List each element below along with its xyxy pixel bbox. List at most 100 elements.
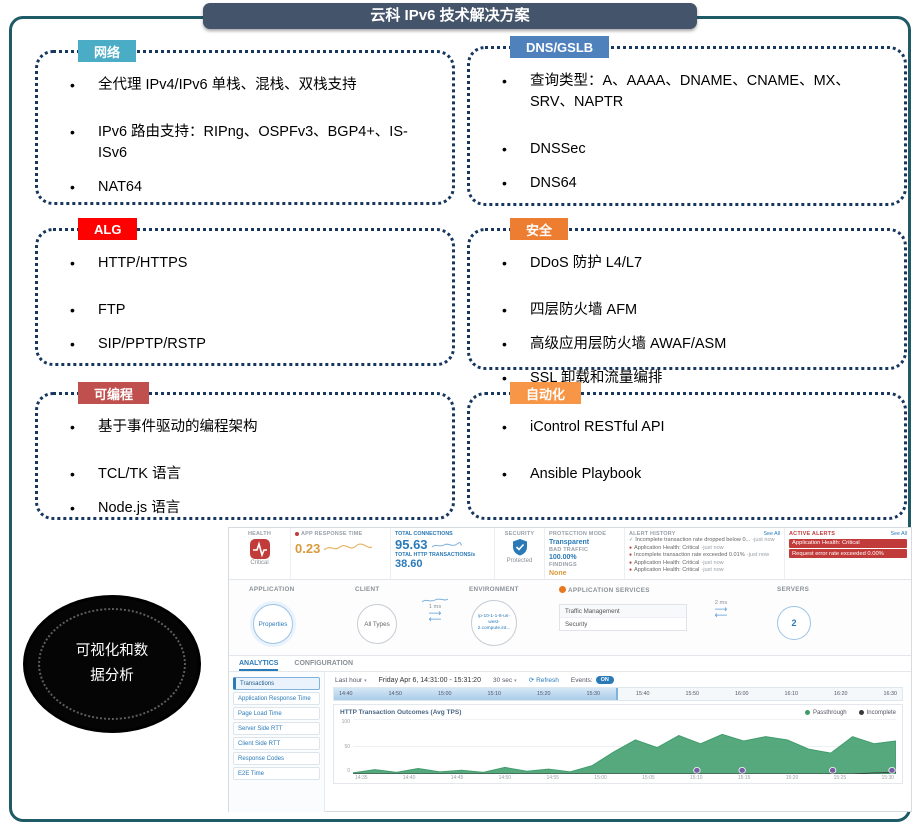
findings-label: FINDINGS bbox=[549, 562, 577, 568]
application-node[interactable]: Properties bbox=[253, 604, 293, 644]
x-axis-tick: 14:40 bbox=[402, 775, 416, 781]
events-toggle[interactable]: ON bbox=[595, 676, 614, 684]
client-column-label: CLIENT bbox=[355, 586, 380, 593]
refresh-button[interactable]: ⟳Refresh bbox=[528, 677, 559, 684]
tps-area-chart[interactable] bbox=[353, 719, 896, 774]
feature-box-security-label: 安全 bbox=[510, 218, 569, 240]
x-axis-tick: 14:45 bbox=[450, 775, 464, 781]
date-range-value: Friday Apr 6, 14:31:00 - 15:31:20 bbox=[378, 676, 481, 684]
service-row[interactable]: Security bbox=[560, 618, 686, 630]
alert-dot-icon bbox=[295, 531, 299, 536]
chevron-down-icon: ▾ bbox=[514, 677, 517, 684]
response-time-label: APP RESPONSE TIME bbox=[301, 531, 363, 537]
sidebar-metric-item[interactable]: Page Load Time bbox=[233, 707, 320, 720]
bad-traffic-value: 100.00% bbox=[549, 554, 577, 561]
timeline-selection[interactable] bbox=[334, 688, 618, 700]
health-icon bbox=[249, 539, 270, 559]
feature-item: 查询类型：A、AAAA、DNAME、CNAME、MX、SRV、NAPTR bbox=[502, 71, 882, 113]
alert-history-list: Incomplete transaction rate dropped belo… bbox=[629, 537, 780, 575]
passthrough-legend-icon bbox=[804, 710, 810, 715]
server-latency-value: 2 ms bbox=[714, 600, 728, 606]
client-node[interactable]: All Types bbox=[357, 604, 397, 644]
timeline-tick: 15:00 bbox=[438, 691, 452, 697]
feature-item: DDoS 防护 L4/L7 bbox=[502, 253, 882, 274]
alert-status-icon bbox=[629, 560, 632, 568]
sidebar-metric-item[interactable]: Transactions bbox=[233, 677, 320, 690]
chart-panel: HTTP Transaction Outcomes (Avg TPS) Pass… bbox=[333, 704, 903, 784]
alert-history-entry: Application Health: Critical just now bbox=[629, 567, 780, 575]
sidebar-metric-item[interactable]: E2E Time bbox=[233, 767, 320, 780]
feature-box-dns-gslb-items: 查询类型：A、AAAA、DNAME、CNAME、MX、SRV、NAPTR DNSS… bbox=[470, 49, 904, 194]
timeline-tick: 16:00 bbox=[735, 691, 749, 697]
arrow-left-icon: ⟵ bbox=[714, 610, 728, 620]
timeline-tick: 14:50 bbox=[388, 691, 403, 697]
alert-history-see-all-link[interactable]: See All bbox=[763, 531, 781, 537]
health-value: Critical bbox=[250, 560, 269, 566]
feature-box-automation-label: 自动化 bbox=[510, 382, 582, 404]
alert-history-entry: Incomplete transaction rate dropped belo… bbox=[629, 537, 780, 545]
tab-analytics[interactable]: ANALYTICS bbox=[239, 660, 279, 671]
totals-cell: TOTAL CONNECTIONS 95.63 TOTAL HTTP TRANS… bbox=[391, 528, 495, 579]
interval-select[interactable]: 30 sec▾ bbox=[492, 676, 517, 684]
feature-item: iControl RESTful API bbox=[502, 417, 882, 438]
application-column-label: APPLICATION bbox=[249, 586, 295, 593]
feature-box-network-label: 网络 bbox=[78, 40, 137, 62]
feature-item: 全代理 IPv4/IPv6 单栈、混栈、双栈支持 bbox=[70, 75, 430, 96]
feature-item: FTP bbox=[70, 300, 430, 321]
timeline-tick: 15:30 bbox=[586, 691, 601, 697]
feature-item: DNSSec bbox=[502, 139, 882, 160]
response-time-cell: APP RESPONSE TIME 0.23 bbox=[291, 528, 391, 579]
service-row[interactable]: Traffic Management bbox=[560, 605, 686, 618]
feature-box-network-items: 全代理 IPv4/IPv6 单栈、混栈、双栈支持IPv6 路由支持：RIPng、… bbox=[38, 53, 452, 198]
feature-item: Node.js 语言 bbox=[70, 498, 430, 519]
sidebar-metric-item[interactable]: Application Response Time bbox=[233, 692, 320, 705]
alert-status-icon bbox=[629, 545, 632, 553]
findings-value: None bbox=[549, 569, 567, 577]
page-title: 云科 IPv6 技术解决方案 bbox=[203, 3, 697, 29]
arrow-right-icon: ⟶ bbox=[714, 604, 728, 614]
feature-box-programmable-items: 基于事件驱动的编程架构TCL/TK 语言Node.js 语言 bbox=[38, 395, 452, 519]
feature-box-automation-items: iControl RESTful API Ansible Playbook bbox=[470, 395, 904, 485]
active-alerts-see-all-link[interactable]: See All bbox=[890, 531, 908, 537]
feature-item: Ansible Playbook bbox=[502, 464, 882, 485]
x-axis-tick: 15:25 bbox=[833, 775, 847, 781]
x-axis-tick: 15:15 bbox=[737, 775, 751, 781]
environment-node[interactable]: ip-10-1-1-8-us-west-2.compute.int... bbox=[471, 600, 517, 646]
status-bar: HEALTH Critical APP RESPONSE TIME 0.23 T… bbox=[229, 528, 911, 580]
x-axis-tick: 15:05 bbox=[642, 775, 655, 781]
health-cell: HEALTH Critical bbox=[229, 528, 291, 579]
servers-node[interactable]: 2 bbox=[777, 606, 811, 640]
sidebar-metric-item[interactable]: Server Side RTT bbox=[233, 722, 320, 735]
time-range-select[interactable]: Last hour▾ bbox=[335, 676, 367, 684]
timeline-tick: 16:20 bbox=[834, 691, 848, 697]
security-label: SECURITY bbox=[504, 531, 535, 537]
timeline-tick: 15:50 bbox=[685, 691, 700, 697]
feature-item: SSL 卸载和流量编排 bbox=[502, 368, 882, 389]
analytics-main: Last hour▾ Friday Apr 6, 14:31:00 - 15:3… bbox=[325, 672, 911, 812]
feature-box-automation: 自动化 iControl RESTful API Ansible Playbook bbox=[467, 382, 907, 520]
feature-box-alg-items: HTTP/HTTPSFTPSIP/PPTP/RSTP bbox=[38, 231, 452, 355]
active-alerts-cell: ACTIVE ALERTS See All Application Health… bbox=[785, 528, 911, 579]
feature-item: TCL/TK 语言 bbox=[70, 464, 430, 485]
services-servers-link: 2 ms ⟶ ⟵ bbox=[695, 600, 747, 620]
security-value: Protected bbox=[506, 558, 533, 564]
tab-configuration[interactable]: CONFIGURATION bbox=[294, 660, 354, 667]
sidebar-metric-item[interactable]: Response Codes bbox=[233, 752, 320, 765]
x-axis-tick: 15:30 bbox=[881, 775, 894, 781]
client-latency-value: 1 ms bbox=[428, 604, 442, 610]
alert-history-cell: ALERT HISTORY See All Incomplete transac… bbox=[625, 528, 785, 579]
arrow-left-icon: ⟵ bbox=[428, 614, 442, 624]
chart-y-axis: 100 50 0 bbox=[341, 719, 350, 774]
protection-cell: PROTECTION MODE Transparent BAD TRAFFIC … bbox=[545, 528, 625, 579]
total-connections-value: 95.63 bbox=[395, 537, 428, 552]
timeline-tick: 15:20 bbox=[537, 691, 551, 697]
environment-column-label: ENVIRONMENT bbox=[469, 586, 519, 593]
sidebar-metric-item[interactable]: Client Side RTT bbox=[233, 737, 320, 750]
total-connections-label: TOTAL CONNECTIONS bbox=[395, 531, 453, 537]
analytics-dashboard: HEALTH Critical APP RESPONSE TIME 0.23 T… bbox=[228, 527, 912, 812]
bad-traffic-label: BAD TRAFFIC bbox=[549, 546, 589, 553]
alert-history-entry: Application Health: Critical just now bbox=[629, 560, 780, 568]
